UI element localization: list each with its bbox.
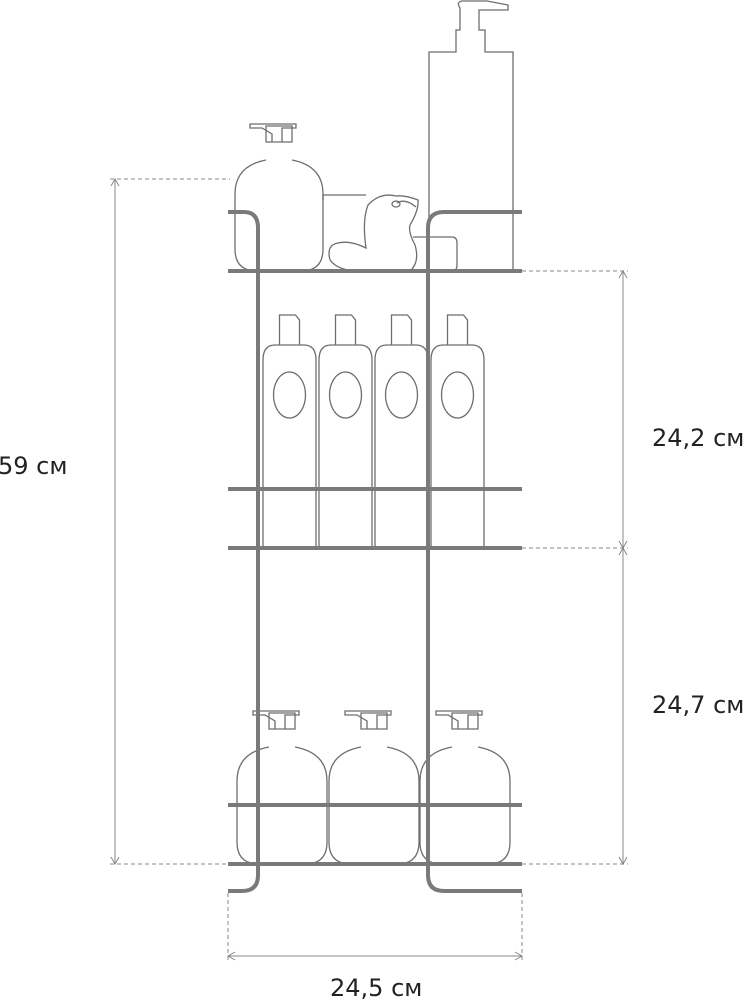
bottle-label-oval [272,371,307,419]
soap-bar-1 [322,194,366,200]
shampoo-bottle-3 [374,314,429,548]
rubber-duck [328,194,419,272]
soap-bar-2 [413,236,458,272]
pump-bottle-bottom-1-pump [252,710,300,730]
shelf-frame [228,210,522,893]
duck-beak [396,200,417,208]
tall-bottle [428,0,514,271]
dimension-lines [110,177,628,961]
bottle-label-oval [328,371,363,419]
bottle-label-oval [384,371,419,419]
shampoo-bottle-2 [318,314,373,548]
pump-bottle-bottom-3-pump [435,710,483,730]
shampoo-bottle-1 [262,314,317,548]
lower-section-height-label: 24,7 см [652,691,745,719]
right-upright [426,210,522,893]
pump-bottle-bottom-2-pump [344,710,392,730]
left-upright [228,210,260,893]
pump-bottle-top-pump [249,123,297,143]
bottle-label-oval [440,371,475,419]
width-label: 24,5 см [330,974,423,1002]
shampoo-bottle-4 [430,314,485,548]
pump-bottle-top [234,159,324,272]
total-height-label: 59 см [0,452,68,480]
duck-eye [391,200,401,208]
upper-section-height-label: 24,2 см [652,424,745,452]
